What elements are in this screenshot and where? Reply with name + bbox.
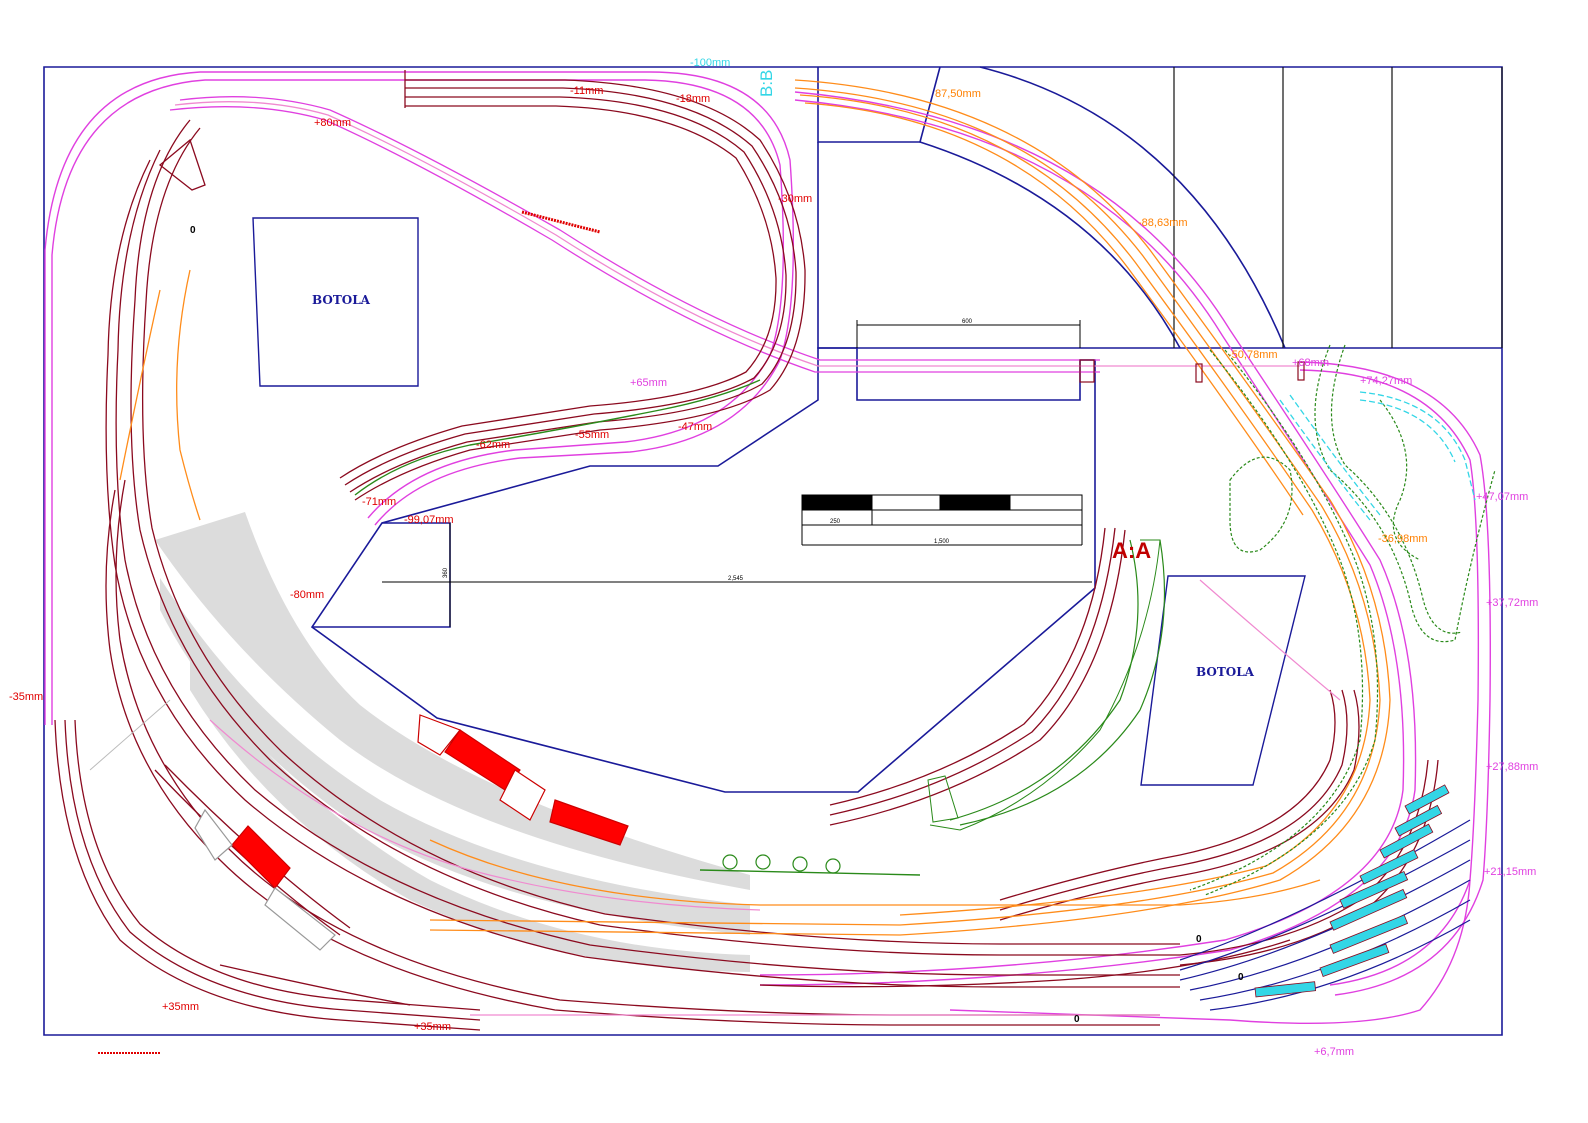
module-grid-lines — [1173, 67, 1503, 348]
pink-tracks — [209, 579, 1341, 1016]
label-p67: +6,7mm — [1314, 1046, 1354, 1058]
label-p4807: +47,07mm — [1476, 491, 1528, 503]
top-box — [158, 70, 406, 191]
station-platforms — [155, 512, 750, 972]
label-p80: +80mm — [314, 117, 351, 129]
dim-long: 2,545 — [728, 576, 744, 582]
dim-top: 600 — [962, 319, 973, 325]
scale-bar-fill — [802, 495, 1010, 510]
dimension-labels: 600 2,545 360 250 1,500 — [443, 319, 973, 582]
platform-third — [190, 660, 750, 972]
green-branch-upper — [354, 379, 921, 876]
label-p3772: +37,72mm — [1486, 597, 1538, 609]
label-section-aa: A:A — [1112, 538, 1151, 563]
fiddle-yard-tracks — [1179, 819, 1471, 1011]
board-border — [43, 66, 1503, 1036]
green-branch-tracks — [949, 344, 1496, 896]
curved-module-edge — [919, 66, 1181, 349]
hatch-left-label: BOTOLA — [312, 293, 371, 307]
label-m47: -47mm — [678, 421, 712, 433]
stored-trains — [1254, 784, 1450, 998]
label-m35: -35mm — [9, 691, 43, 703]
label-m3698: -36,98mm — [1378, 533, 1428, 545]
module-divider-a — [817, 142, 1502, 349]
label-p35b: +35mm — [414, 1021, 451, 1033]
label-m100: -100mm — [690, 57, 730, 69]
zero-lower: 0 — [1238, 972, 1244, 983]
lean-line — [89, 699, 171, 771]
platform-main — [155, 512, 750, 890]
label-section-bb: B:B — [757, 70, 776, 97]
red-annotation-slash — [521, 210, 601, 234]
label-p2115: +21,15mm — [1484, 866, 1536, 878]
label-m8863: -88,63mm — [1138, 217, 1188, 229]
label-m18: -18mm — [676, 93, 710, 105]
label-m80: -80mm — [290, 589, 324, 601]
dim-vert: 360 — [443, 567, 449, 578]
dim-scale-a: 250 — [830, 519, 841, 525]
station-buildings — [194, 714, 629, 951]
label-8750: 87,50mm — [935, 88, 981, 100]
label-m30: -30mm — [778, 193, 812, 205]
access-hatch-left: BOTOLA — [252, 217, 419, 387]
cyan-hidden-track — [1279, 391, 1476, 521]
height-labels: -100mm B:B +80mm -11mm -18mm -30mm +65mm… — [9, 57, 1538, 1058]
access-hatch-right: BOTOLA — [1140, 575, 1306, 786]
label-m11: -11mm — [570, 85, 603, 97]
label-m5078: -50,78mm — [1228, 349, 1278, 361]
orange-tracks — [119, 79, 1391, 936]
zero-bottom: 0 — [1074, 1014, 1080, 1025]
label-p7427: +74,27mm — [1360, 375, 1412, 387]
label-m62: -62mm — [476, 439, 510, 451]
label-p65: +65mm — [630, 377, 667, 389]
dim-scale-b: 1,500 — [934, 539, 950, 545]
trees — [722, 854, 841, 874]
label-m9907: -99,07mm — [404, 514, 454, 526]
tunnel-portals — [1079, 359, 1305, 383]
label-m71: -71mm — [362, 496, 396, 508]
hatch-right-label: BOTOLA — [1196, 665, 1255, 679]
section-a-hatching — [927, 539, 1161, 831]
label-p2788: +27,88mm — [1486, 761, 1538, 773]
label-p68: +68mm — [1292, 357, 1329, 369]
label-m55: -55mm — [575, 429, 609, 441]
curved-module-edge-outer — [979, 66, 1286, 349]
outer-loop-magenta — [44, 71, 1491, 1025]
zero-middle: 0 — [1196, 934, 1202, 945]
label-p35a: +35mm — [162, 1001, 199, 1013]
ruler-block — [312, 522, 451, 628]
platform-second — [160, 578, 750, 935]
zero-left: 0 — [190, 225, 196, 236]
upper-connector-tracks — [169, 96, 1300, 373]
